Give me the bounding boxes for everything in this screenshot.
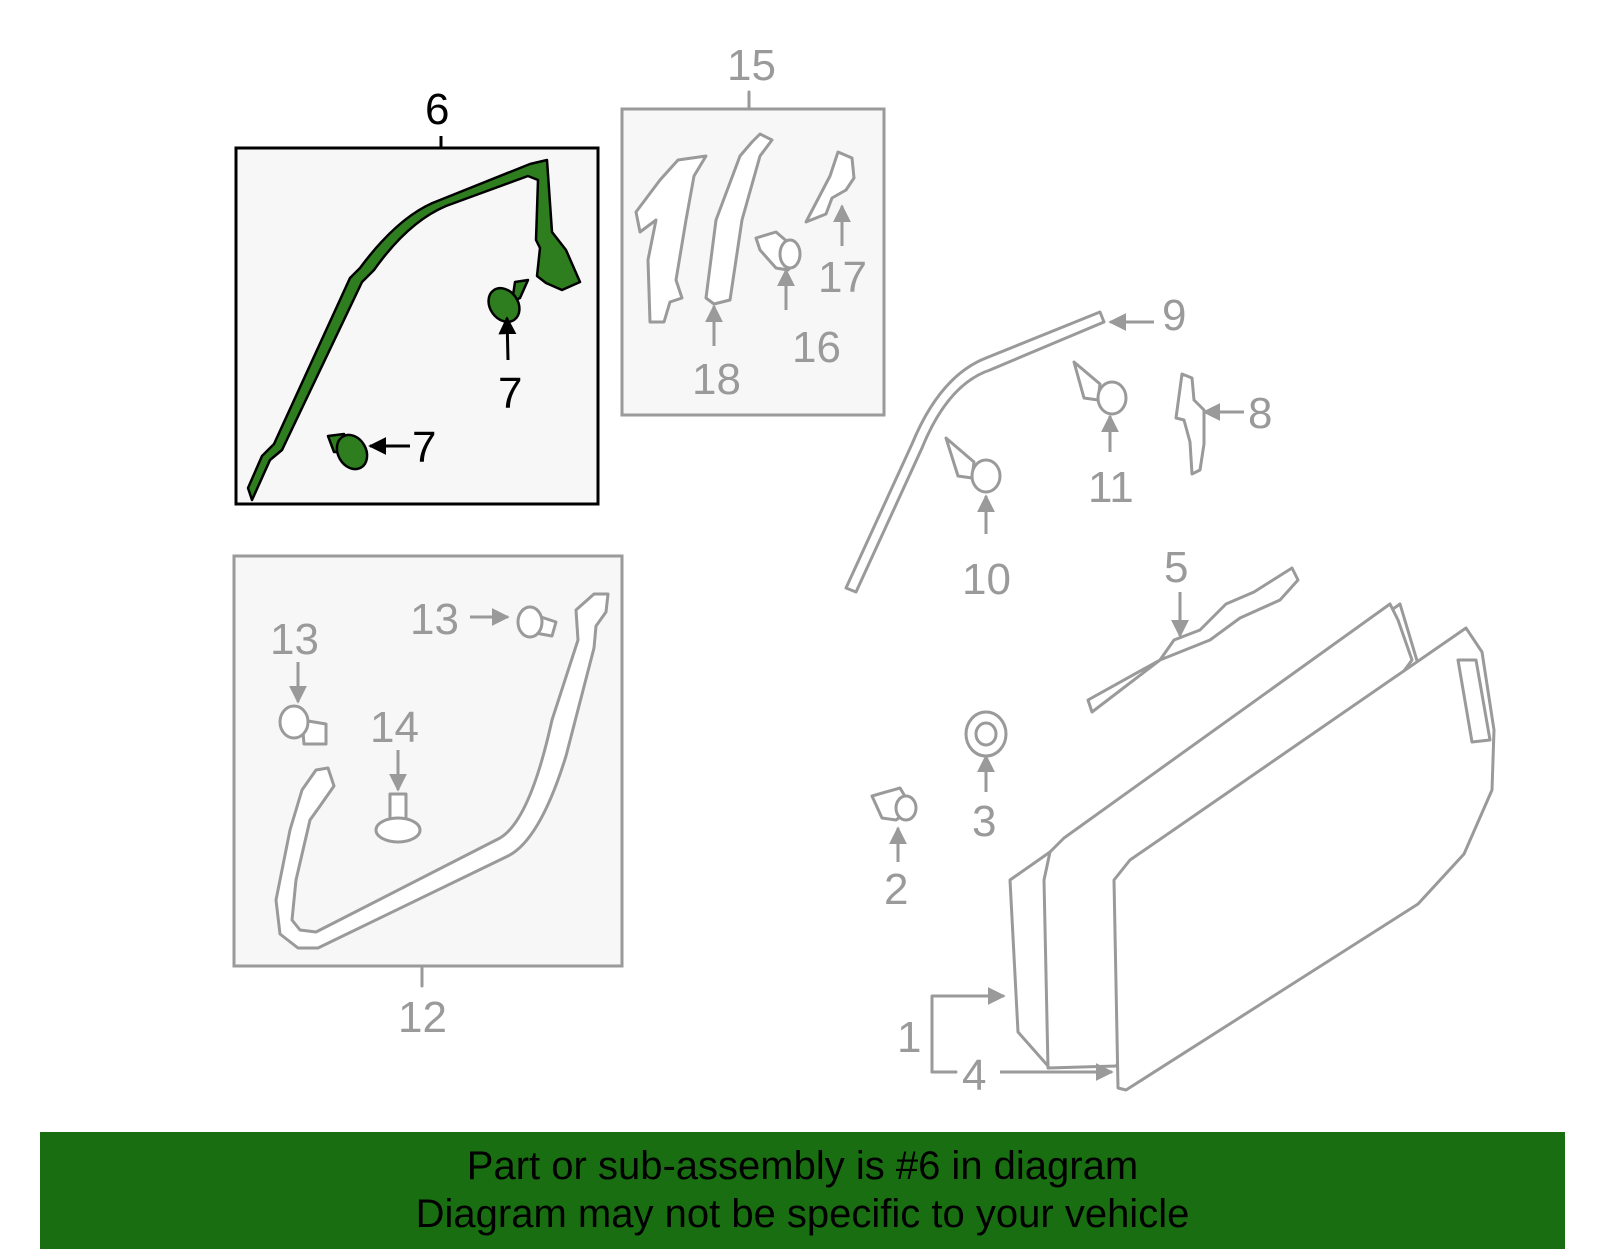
weatherstrip-part-6[interactable] xyxy=(246,158,582,502)
grommet-part-3[interactable] xyxy=(964,710,1008,758)
bolt-part-10[interactable] xyxy=(944,436,1002,494)
callout-8: 8 xyxy=(1248,389,1272,438)
callout-16: 16 xyxy=(792,323,841,372)
subassembly-box-6[interactable] xyxy=(234,136,600,506)
subassembly-box-12[interactable] xyxy=(232,554,624,988)
info-banner: Part or sub-assembly is #6 in diagram Di… xyxy=(40,1132,1565,1249)
callout-17: 17 xyxy=(818,253,867,302)
banner-line-1: Part or sub-assembly is #6 in diagram xyxy=(466,1144,1139,1188)
callout-13b: 13 xyxy=(410,595,459,644)
callout-18: 18 xyxy=(692,355,741,404)
clip-part-14[interactable] xyxy=(374,792,422,844)
callout-7a: 7 xyxy=(498,369,522,418)
run-strip[interactable] xyxy=(704,132,774,306)
clip-part-13a[interactable] xyxy=(278,704,328,746)
bolt-part-11[interactable] xyxy=(1072,360,1128,416)
callout-1: 1 xyxy=(897,1013,921,1062)
callout-12: 12 xyxy=(398,993,447,1042)
callout-6: 6 xyxy=(425,85,449,134)
clip-part-13b[interactable] xyxy=(516,605,558,639)
callout-11: 11 xyxy=(1088,463,1134,512)
callout-3: 3 xyxy=(972,797,996,846)
grommet-part-16[interactable] xyxy=(754,230,802,272)
door-handle-recess xyxy=(1456,658,1492,744)
callout-4: 4 xyxy=(962,1051,986,1100)
door-skin-part-4[interactable] xyxy=(1112,626,1496,1092)
subassembly-box-15[interactable] xyxy=(620,90,886,417)
callout-10: 10 xyxy=(962,555,1011,604)
molding-part-9[interactable] xyxy=(844,310,1106,594)
plug-part-2[interactable] xyxy=(870,786,918,822)
callout-9: 9 xyxy=(1162,291,1186,340)
door-seal-part-12[interactable] xyxy=(274,592,610,950)
banner-line-2: Diagram may not be specific to your vehi… xyxy=(415,1192,1190,1236)
callout-13a: 13 xyxy=(270,615,319,664)
clip-part-7b[interactable] xyxy=(326,429,373,474)
callout-7b: 7 xyxy=(412,423,436,472)
callout-15: 15 xyxy=(727,41,776,90)
bracket-part-17[interactable] xyxy=(804,150,856,224)
bracket-part-5[interactable] xyxy=(1086,566,1300,714)
callout-5: 5 xyxy=(1164,543,1188,592)
channel-part-18[interactable] xyxy=(634,154,708,324)
callout-2: 2 xyxy=(884,865,908,914)
callout-14: 14 xyxy=(370,703,419,752)
bracket-part-8[interactable] xyxy=(1174,372,1206,476)
